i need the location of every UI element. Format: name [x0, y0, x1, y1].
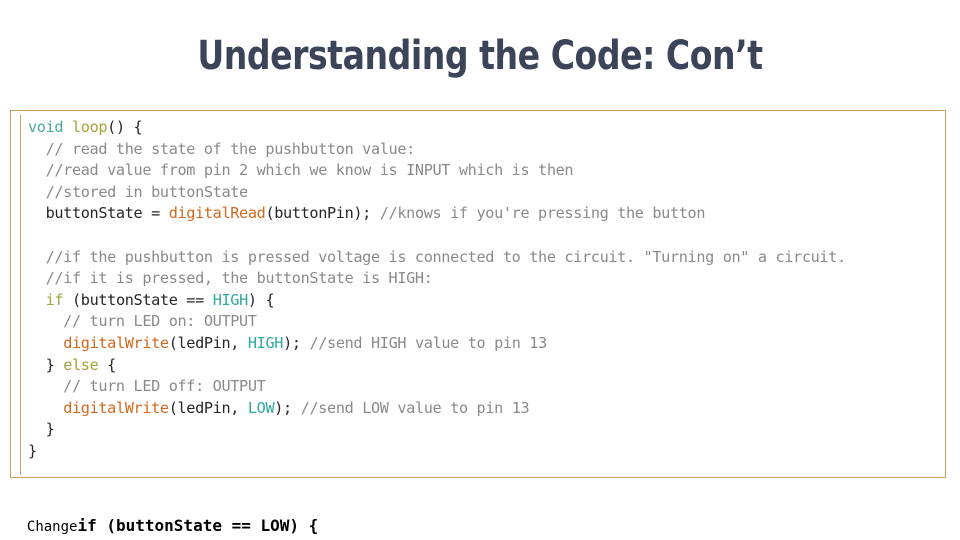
code-token: // turn LED on: OUTPUT	[28, 312, 257, 331]
code-token: HIGH	[247, 333, 284, 352]
code-token: }	[28, 420, 55, 439]
code-token: (ledPin,	[168, 398, 248, 417]
code-token: //stored in buttonState	[28, 182, 249, 201]
code-gutter-divider	[20, 115, 21, 475]
code-token: (ledPin,	[168, 333, 248, 352]
code-line: // turn LED on: OUTPUT	[28, 311, 941, 333]
code-line: //stored in buttonState	[28, 182, 941, 204]
code-line: }	[28, 419, 941, 441]
code-line: // read the state of the pushbutton valu…	[28, 139, 941, 161]
code-token: (buttonState ==	[63, 290, 213, 309]
code-token: //send LOW value to pin 13	[300, 398, 530, 417]
code-line: digitalWrite(ledPin, LOW); //send LOW va…	[28, 398, 941, 420]
code-line: ​	[28, 225, 941, 247]
code-token: LOW	[247, 398, 275, 417]
caption-code-snippet: if (buttonState == LOW) {	[77, 516, 319, 535]
code-token: loop	[71, 118, 108, 136]
code-token	[28, 399, 63, 417]
page-title: Understanding the Code: Con’t	[197, 33, 763, 79]
code-token: (buttonPin);	[265, 204, 380, 223]
code-token: if	[45, 290, 64, 309]
code-token: else	[63, 355, 99, 374]
code-token: HIGH	[212, 290, 249, 309]
code-line: if (buttonState == HIGH) {	[28, 290, 941, 312]
code-token	[63, 118, 72, 136]
code-token	[28, 291, 46, 309]
code-token: );	[274, 398, 301, 417]
code-token: void	[28, 118, 64, 136]
code-line: // turn LED off: OUTPUT	[28, 376, 941, 398]
code-token: digitalRead	[168, 204, 266, 223]
code-token: buttonState =	[28, 204, 169, 223]
code-token: //send HIGH value to pin 13	[309, 333, 547, 352]
code-token: }	[28, 355, 64, 374]
caption-prefix-label: Change	[26, 519, 78, 535]
code-token: {	[98, 355, 116, 374]
bottom-caption: Changeif (buttonState == LOW) {	[18, 493, 318, 538]
code-line: //read value from pin 2 which we know is…	[28, 160, 941, 182]
code-line: digitalWrite(ledPin, HIGH); //send HIGH …	[28, 333, 941, 355]
code-token: //if the pushbutton is pressed voltage i…	[28, 247, 847, 266]
code-line: }	[28, 441, 941, 463]
code-block-card: void loop() { // read the state of the p…	[10, 110, 946, 478]
code-line: //if it is pressed, the buttonState is H…	[28, 268, 941, 290]
code-token: digitalWrite	[63, 333, 169, 352]
code-line: buttonState = digitalRead(buttonPin); //…	[28, 203, 941, 225]
code-token: () {	[107, 118, 143, 136]
code-token: );	[283, 333, 310, 352]
code-token: // read the state of the pushbutton valu…	[28, 139, 416, 158]
code-token: // turn LED off: OUTPUT	[28, 377, 266, 396]
code-token: //read value from pin 2 which we know is…	[28, 161, 574, 180]
code-token: ) {	[247, 290, 275, 309]
code-token	[28, 334, 63, 352]
code-token: }	[28, 441, 37, 460]
code-line: void loop() {	[28, 117, 941, 139]
code-token: //knows if you're pressing the button	[379, 204, 706, 223]
code-token: //if it is pressed, the buttonState is H…	[28, 269, 433, 288]
code-token: digitalWrite	[63, 398, 169, 417]
code-line: //if the pushbutton is pressed voltage i…	[28, 247, 941, 269]
code-line: } else {	[28, 355, 941, 377]
code-listing: void loop() { // read the state of the p…	[28, 117, 941, 473]
